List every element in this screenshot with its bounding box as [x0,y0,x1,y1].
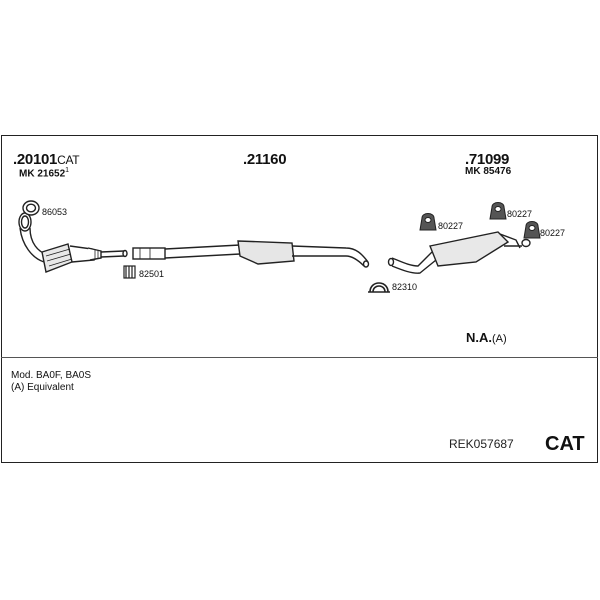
na-subscript: (A) [492,333,507,345]
accessory-label-80227: 80227 [438,221,464,231]
clamp-icon [123,265,136,279]
middle-silencer [132,240,370,268]
model-note: Mod. BA0F, BA0S [11,370,92,381]
accessory-label-80227: 80227 [540,228,566,238]
part-suffix: CAT [57,153,80,167]
diagram-divider [1,357,598,358]
cat-badge: CAT [545,433,585,455]
rubber-mount-icon [419,213,437,231]
accessory-label-82501: 82501 [139,269,165,279]
front-pipe-with-catalyst [18,212,128,273]
mk-text: MK 21652 [19,168,66,180]
kit-reference: REK057687 [449,437,514,451]
part-number-text: 21160 [246,151,287,168]
part-number-text: 71099 [468,151,510,168]
rubber-mount-icon [523,221,541,239]
accessory-label-86053: 86053 [42,207,68,217]
rubber-mount-icon [489,202,507,220]
mk-number-front-pipe: MK 216521 [19,167,69,179]
na-marker: N.A.(A) [466,331,507,345]
part-number-front-pipe: .20101CAT [13,151,80,168]
mk-number-rear-silencer: MK 85476 [465,167,511,177]
hanger-icon [368,282,390,293]
part-number-rear-silencer: .71099 [465,151,510,168]
diagram-frame [1,135,598,463]
mk-superscript: 1 [65,167,70,174]
mk-text: MK 85476 [465,166,512,177]
accessory-label-80227: 80227 [507,209,533,219]
equivalent-note: (A) Equivalent [11,382,74,393]
part-number-middle-silencer: .21160 [243,151,287,168]
rear-silencer [387,231,531,274]
part-number-text: 20101 [16,151,58,168]
gasket-icon [22,200,40,216]
accessory-label-82310: 82310 [392,282,418,292]
na-text: N.A. [466,330,492,345]
